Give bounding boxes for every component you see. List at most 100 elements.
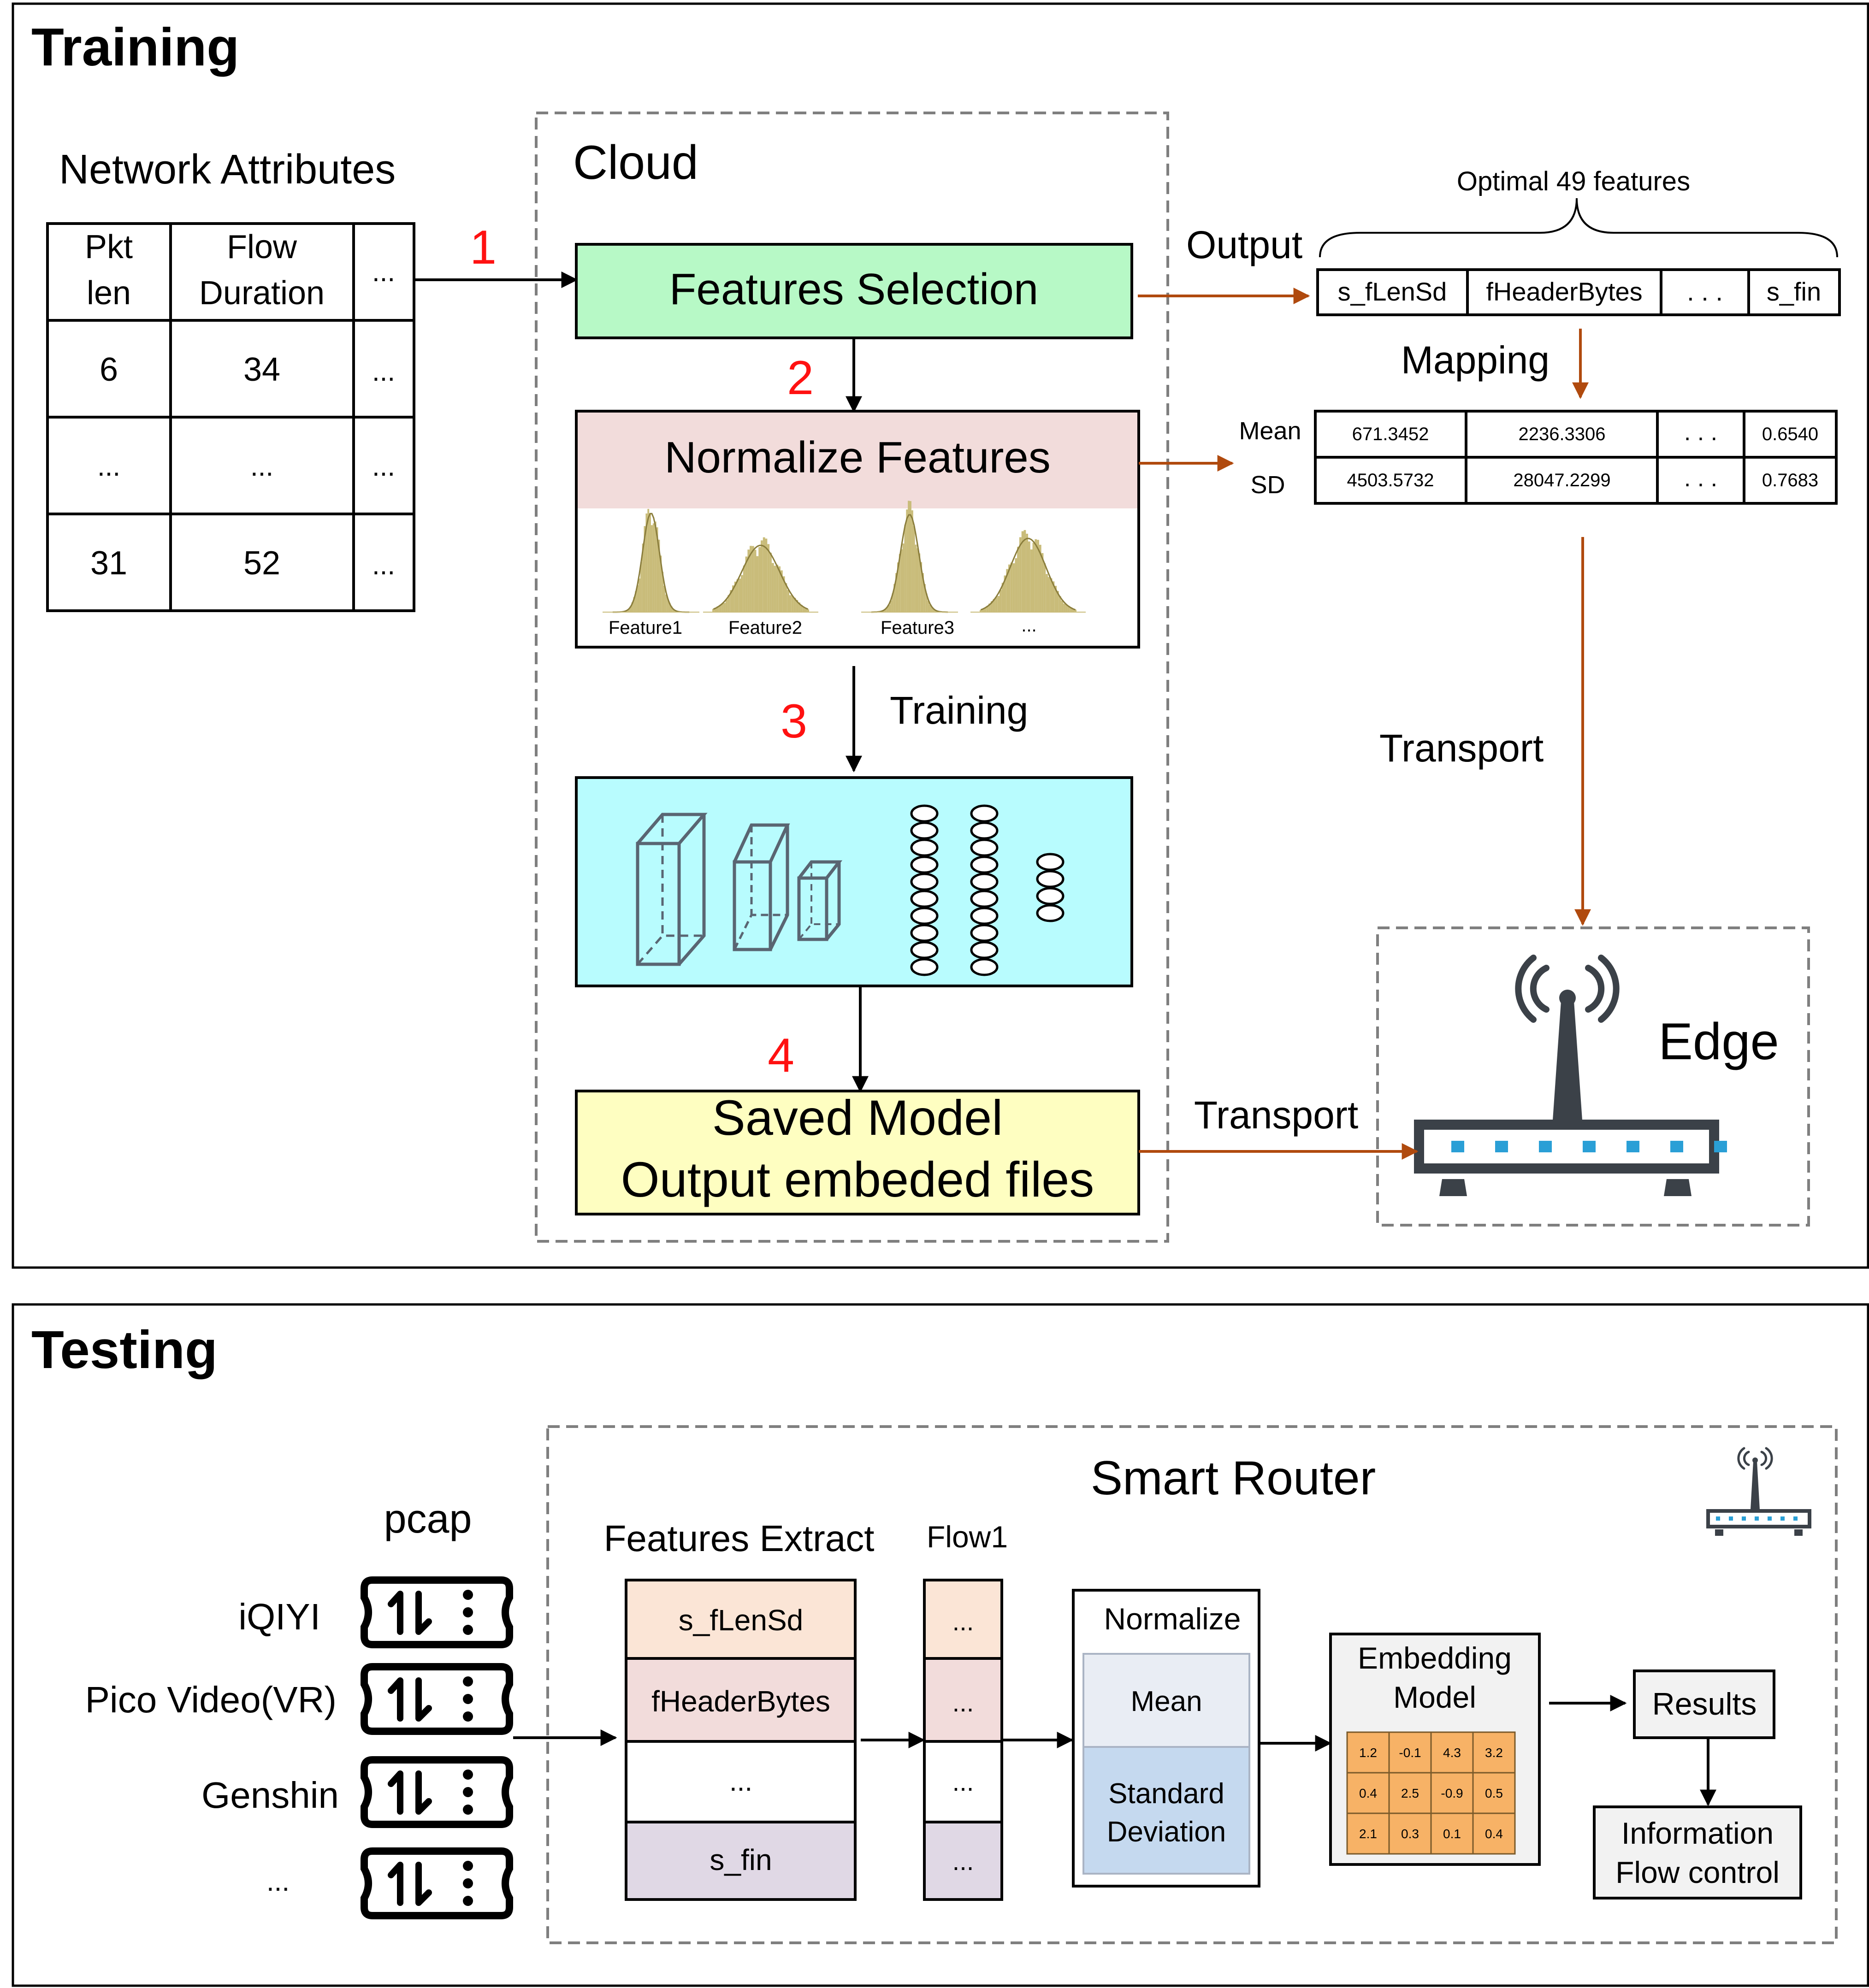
pcap-file-icon — [361, 1756, 513, 1828]
neuron — [1036, 870, 1065, 888]
histogram — [603, 509, 699, 613]
neuron — [1036, 904, 1065, 922]
embedding-cell — [1388, 1812, 1432, 1855]
cloud-boundary — [535, 112, 1169, 1243]
embedding-value: 3.2 — [1485, 1746, 1503, 1760]
embedding-title-line1: Embedding — [1358, 1641, 1512, 1675]
neuron — [910, 941, 939, 959]
embedding-title-line2: Model — [1393, 1680, 1476, 1714]
pcap-file-icon — [361, 1663, 513, 1735]
embedding-value: 0.5 — [1485, 1786, 1503, 1800]
neuron — [970, 838, 999, 857]
neuron — [910, 924, 939, 942]
embedding-value: 0.4 — [1485, 1827, 1503, 1841]
neuron — [970, 873, 999, 891]
embedding-value: -0.1 — [1399, 1746, 1421, 1760]
smart-router-label: Smart Router — [1091, 1451, 1376, 1505]
mapping-cell: 28047.2299 — [1513, 470, 1610, 490]
table-cell: 31 — [90, 545, 127, 582]
mapping-row-label-mean: Mean — [1239, 417, 1301, 445]
output-embedded-files-label: Output embeded files — [621, 1151, 1094, 1207]
embedding-cell — [1472, 1731, 1516, 1774]
flow-cell: ... — [952, 1607, 974, 1636]
embedding-value: 0.3 — [1401, 1827, 1419, 1841]
embedding-cell — [1472, 1772, 1516, 1814]
router-led — [1539, 1141, 1552, 1152]
embedding-cell — [1346, 1812, 1390, 1855]
training-arrow-label: Training — [890, 689, 1028, 732]
mapping-cell: 671.3452 — [1352, 424, 1429, 444]
router-led — [1729, 1516, 1733, 1521]
normalize-title: Normalize — [1104, 1602, 1241, 1636]
embedding-cell — [1430, 1731, 1474, 1774]
histogram-label: Feature2 — [728, 618, 802, 638]
app-label: iQIYI — [238, 1596, 320, 1637]
histogram — [861, 501, 958, 613]
features-selection-label: Features Selection — [669, 265, 1038, 314]
network-attributes-title: Network Attributes — [59, 147, 396, 193]
feature-name-cell: . . . — [1687, 277, 1723, 306]
histogram — [703, 537, 818, 613]
pcap-label: pcap — [384, 1496, 472, 1541]
extract-cell: s_fLenSd — [679, 1604, 803, 1637]
pcap-file-icon — [361, 1847, 513, 1919]
embedding-value: 0.4 — [1359, 1786, 1377, 1800]
testing-title: Testing — [31, 1320, 218, 1380]
neuron — [970, 804, 999, 823]
mapping-cell: 0.7683 — [1762, 470, 1818, 490]
feature-name-cell: s_fLenSd — [1338, 277, 1447, 306]
info-flow-box — [1593, 1805, 1802, 1900]
app-label: Pico Video(VR) — [85, 1679, 337, 1720]
transport-label-vertical: Transport — [1379, 726, 1544, 770]
router-led — [1793, 1516, 1798, 1521]
router-led — [1768, 1516, 1772, 1521]
extract-cell: s_fin — [710, 1843, 772, 1876]
router-led — [1583, 1141, 1596, 1152]
info-flow-label-line1: Information — [1621, 1816, 1774, 1850]
flow-column — [923, 1579, 1003, 1901]
table-header-more: ... — [372, 256, 395, 287]
router-led — [1714, 1141, 1727, 1152]
embedding-value: 4.3 — [1443, 1746, 1461, 1760]
transport-label-horizontal: Transport — [1194, 1093, 1358, 1137]
histogram — [970, 530, 1086, 613]
app-label: Genshin — [201, 1775, 339, 1816]
flow-cell: ... — [952, 1767, 974, 1796]
embedding-cell — [1346, 1772, 1390, 1814]
mapping-cell: 4503.5732 — [1347, 470, 1434, 490]
embedding-value: 0.1 — [1443, 1827, 1461, 1841]
flow-title: Flow1 — [927, 1520, 1008, 1554]
output-label: Output — [1186, 223, 1302, 266]
features-selection-box — [575, 243, 1133, 339]
feature-name-cell: s_fin — [1767, 277, 1821, 306]
router-icon — [1414, 955, 1727, 1196]
mapping-cell: 0.6540 — [1762, 424, 1818, 444]
step-number-1: 1 — [470, 221, 497, 274]
app-label: ... — [266, 1866, 290, 1897]
network-attributes-table — [46, 222, 415, 612]
step-number-4: 4 — [768, 1029, 794, 1082]
histogram-label: ... — [1021, 615, 1036, 636]
neuron — [970, 907, 999, 925]
embedding-cell — [1430, 1812, 1474, 1855]
mapping-cell: 2236.3306 — [1518, 424, 1605, 444]
edge-boundary — [1376, 926, 1810, 1227]
neuron — [910, 838, 939, 857]
table-cell: 52 — [243, 545, 280, 582]
router-led — [1627, 1141, 1639, 1152]
optimal-features-table — [1316, 268, 1841, 316]
neuron — [910, 855, 939, 874]
neuron — [970, 821, 999, 840]
router-led — [1755, 1516, 1759, 1521]
router-led — [1495, 1141, 1508, 1152]
embedding-value: 1.2 — [1359, 1746, 1377, 1760]
results-label: Results — [1652, 1687, 1757, 1722]
pcap-file-icons — [361, 1576, 513, 1919]
extract-cell: ... — [729, 1766, 752, 1797]
features-extract-column — [625, 1579, 857, 1901]
normalize-mean-box — [1082, 1653, 1250, 1748]
normalize-std-label-line2: Deviation — [1107, 1816, 1226, 1848]
